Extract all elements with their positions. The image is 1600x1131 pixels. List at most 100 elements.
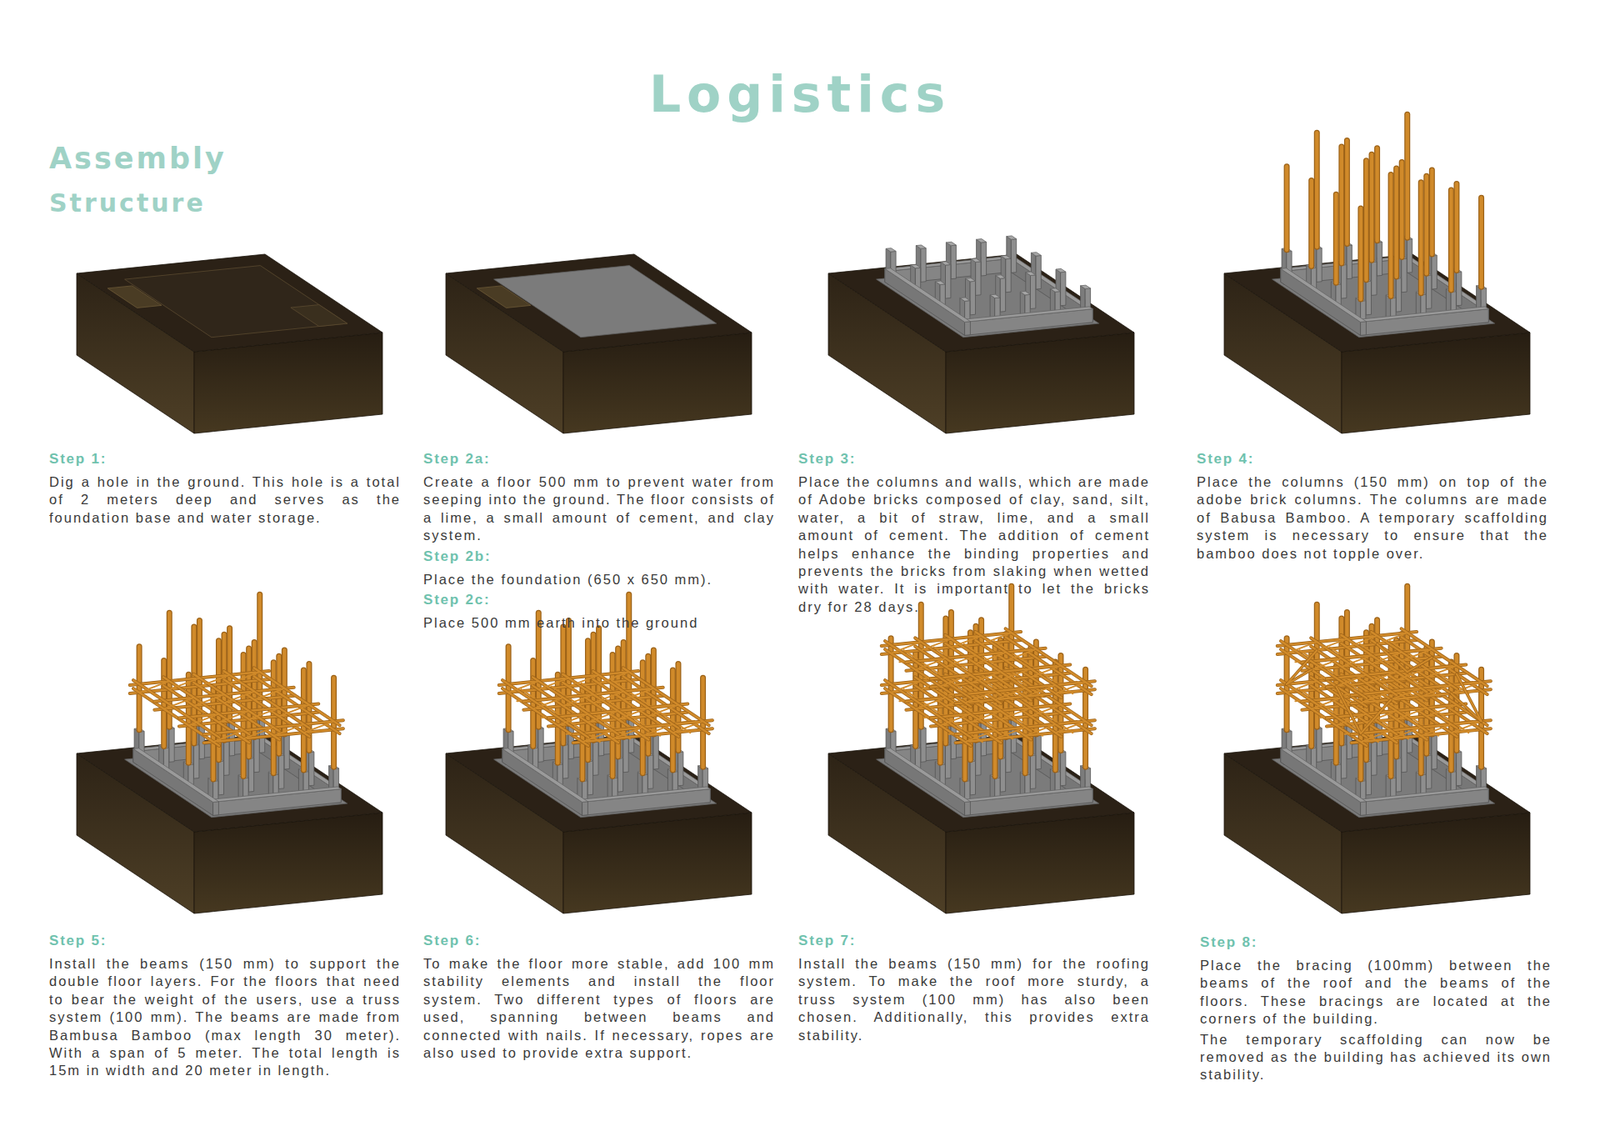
adobe-wall — [502, 748, 589, 803]
floor-truss — [1030, 705, 1061, 717]
floor-truss — [1311, 697, 1342, 710]
roof-truss — [1286, 641, 1317, 654]
bamboo-column — [1418, 182, 1425, 294]
bamboo-column — [1374, 148, 1380, 241]
corner-bracing — [1286, 670, 1312, 685]
floor-truss — [593, 691, 624, 704]
bamboo-column — [505, 646, 512, 730]
adobe-column — [538, 728, 544, 763]
adobe-wall — [1280, 268, 1367, 323]
floor-truss — [915, 697, 946, 710]
adobe-wall — [965, 801, 971, 816]
bamboo-column — [1429, 170, 1435, 255]
roof-truss — [1365, 671, 1396, 684]
floor-beam — [133, 680, 220, 738]
roof-beam — [1280, 640, 1367, 699]
adobe-column — [284, 735, 290, 770]
floor-beam — [193, 674, 280, 732]
step-column: Step 1:Dig a hole in the ground. This ho… — [49, 450, 401, 530]
roof-beam — [1005, 628, 1092, 686]
adobe-column — [593, 741, 599, 776]
bamboo-column — [1393, 168, 1400, 277]
roof-truss — [945, 655, 976, 667]
roof-truss — [1335, 675, 1366, 687]
adobe-column — [1371, 741, 1377, 776]
floor-truss — [1025, 724, 1055, 736]
step-description: Install the beams (150 mm) for the roofi… — [798, 955, 1150, 1045]
adobe-wall — [213, 801, 220, 816]
corner-bracing — [1407, 657, 1433, 672]
adobe-column — [248, 758, 254, 793]
roof-beam — [1340, 635, 1427, 693]
adobe-column — [1035, 255, 1041, 290]
roof-truss — [1377, 632, 1408, 645]
step-description: Place the columns (150 mm) on top of the… — [1196, 473, 1549, 563]
adobe-column — [1000, 255, 1011, 259]
adobe-column — [678, 751, 684, 786]
floor-truss — [672, 720, 703, 733]
bamboo-column — [1479, 197, 1484, 287]
adobe-wall — [885, 268, 965, 335]
roof-truss — [1316, 639, 1347, 651]
adobe-column — [1080, 285, 1091, 289]
adobe-wall — [960, 786, 1093, 803]
bamboo-column — [506, 646, 511, 730]
adobe-column — [885, 248, 896, 252]
floor-truss — [642, 724, 673, 736]
roof-truss — [1420, 685, 1451, 697]
bamboo-column — [1405, 114, 1410, 238]
floor-beam — [193, 674, 280, 732]
adobe-column — [1341, 265, 1347, 300]
floor-beam — [224, 670, 310, 729]
roof-beam — [1340, 635, 1427, 693]
step-column: Step 4:Place the columns (150 mm) on top… — [1196, 450, 1549, 565]
corner-bracing — [1377, 644, 1408, 672]
floor-truss — [1360, 730, 1391, 742]
roof-truss — [1030, 665, 1061, 678]
roof-truss — [1025, 685, 1055, 697]
step-label: Step 2c: — [423, 590, 775, 610]
bamboo-column — [1478, 197, 1485, 287]
step-illustration — [445, 254, 752, 434]
adobe-column — [995, 275, 1006, 279]
adobe-column — [1346, 245, 1352, 280]
floor-truss — [1390, 727, 1421, 740]
pit-marker — [107, 285, 162, 309]
floor-truss — [508, 680, 539, 693]
adobe-wall — [1280, 748, 1367, 803]
bamboo-column — [1338, 146, 1345, 264]
adobe-column — [1456, 271, 1462, 306]
roof-beam — [1005, 628, 1092, 686]
adobe-wall — [582, 801, 589, 816]
adobe-column — [970, 258, 981, 262]
roof-truss — [940, 675, 970, 687]
step-label: Step 3: — [798, 450, 1150, 469]
roof-truss — [1346, 635, 1377, 648]
floor-truss — [279, 705, 310, 717]
floor-truss — [965, 730, 995, 742]
adobe-column — [1426, 755, 1432, 790]
floor-truss — [303, 720, 334, 733]
adobe-column — [1006, 235, 1017, 240]
roof-beam — [975, 631, 1062, 690]
floor-truss — [188, 714, 219, 726]
step-label: Step 6: — [423, 931, 775, 950]
adobe-wall — [1356, 786, 1489, 803]
floor-truss — [568, 675, 599, 687]
adobe-column — [1020, 291, 1030, 295]
adobe-column — [1376, 241, 1382, 276]
corner-bracing — [1286, 670, 1312, 685]
roof-truss — [920, 639, 951, 651]
roof-truss — [1390, 688, 1421, 700]
floor-truss — [995, 727, 1025, 740]
floor-truss — [538, 678, 569, 690]
adobe-column — [1010, 239, 1016, 274]
roof-beam — [885, 640, 971, 699]
roof-beam — [915, 637, 1001, 695]
step-column: Step 5:Install the beams (150 mm) to sup… — [49, 931, 401, 1083]
floor-truss — [648, 705, 679, 717]
adobe-column — [920, 728, 926, 763]
adobe-column — [940, 261, 951, 265]
bamboo-column — [1357, 208, 1364, 300]
floor-truss — [218, 710, 249, 723]
